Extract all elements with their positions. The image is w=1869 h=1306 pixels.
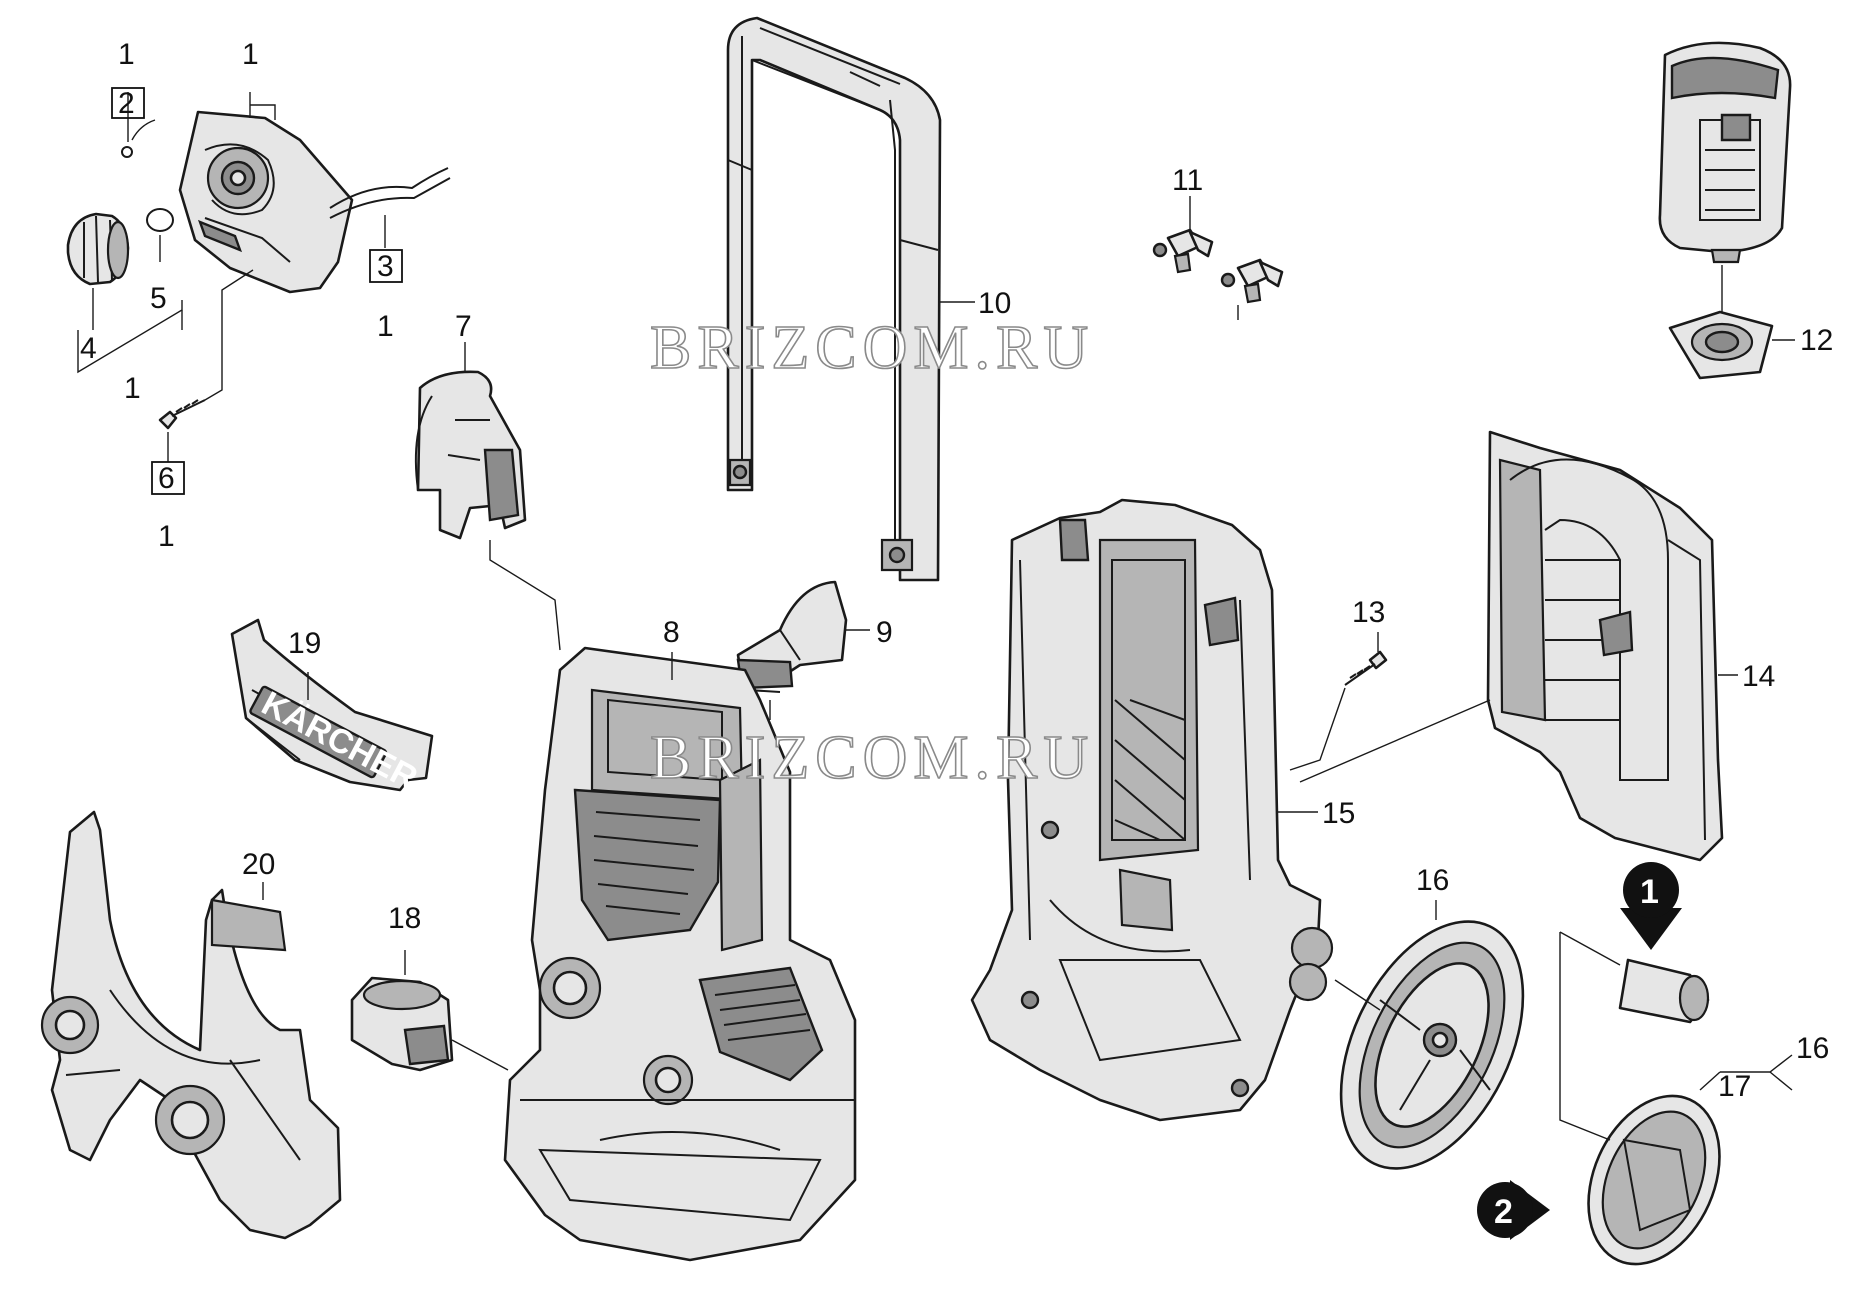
screw-6	[158, 399, 206, 430]
wheel	[1339, 920, 1525, 1170]
wheel-pin	[1618, 958, 1710, 1024]
label-12: 12	[1800, 324, 1833, 357]
label-11: 11	[1172, 164, 1203, 197]
label-1-top: 1	[118, 38, 135, 71]
label-box-6	[151, 461, 185, 495]
label-16-cap: 16	[1796, 1032, 1829, 1065]
label-4: 4	[80, 332, 97, 365]
label-19: 19	[288, 627, 321, 660]
label-8: 8	[663, 616, 680, 649]
label-1-housing: 1	[242, 38, 259, 71]
o-ring-small	[121, 146, 133, 158]
label-box-2	[111, 87, 145, 119]
svg-text:1: 1	[1640, 873, 1659, 911]
hose-cap	[66, 212, 130, 286]
main-housing-front	[503, 646, 857, 1262]
label-16-wheel: 16	[1416, 864, 1449, 897]
side-panel	[1486, 430, 1724, 862]
label-2: 2	[118, 87, 135, 120]
label-3: 3	[377, 250, 394, 283]
label-box-3	[369, 249, 403, 283]
label-9: 9	[876, 616, 893, 649]
step-marker-2: 2	[1477, 1180, 1550, 1240]
label-15: 15	[1322, 797, 1355, 830]
detergent-tank	[1658, 41, 1792, 264]
svg-text:2: 2	[1494, 1193, 1513, 1231]
label-10: 10	[978, 287, 1011, 320]
tank-seal	[1668, 310, 1774, 380]
label-6: 6	[158, 462, 175, 495]
label-1-cap: 1	[124, 372, 141, 405]
label-13: 13	[1352, 596, 1385, 629]
screw-13	[1344, 650, 1388, 686]
o-ring-seal	[146, 208, 174, 232]
clip-9	[736, 580, 848, 693]
hose-connector-housing	[178, 110, 451, 294]
label-1-screw: 1	[158, 520, 175, 553]
label-17: 17	[1718, 1070, 1751, 1103]
label-7: 7	[455, 310, 472, 343]
lower-cover	[40, 810, 342, 1240]
label-5: 5	[150, 282, 167, 315]
step-marker-1: 1	[1620, 862, 1682, 950]
fittings-pair	[1152, 228, 1284, 304]
rear-chassis	[970, 498, 1334, 1122]
watermark-middle: BRIZCOM.RU	[650, 724, 1094, 792]
label-20: 20	[242, 848, 275, 881]
bracket-7	[414, 370, 527, 540]
hub-cap	[1587, 1094, 1721, 1266]
watermark-top: BRIZCOM.RU	[650, 314, 1094, 382]
label-14: 14	[1742, 660, 1775, 693]
logo-panel: KÄRCHER	[230, 618, 434, 798]
guide-18	[350, 976, 454, 1072]
label-18: 18	[388, 902, 421, 935]
label-1-hose: 1	[377, 310, 394, 343]
handle-frame	[726, 16, 942, 582]
